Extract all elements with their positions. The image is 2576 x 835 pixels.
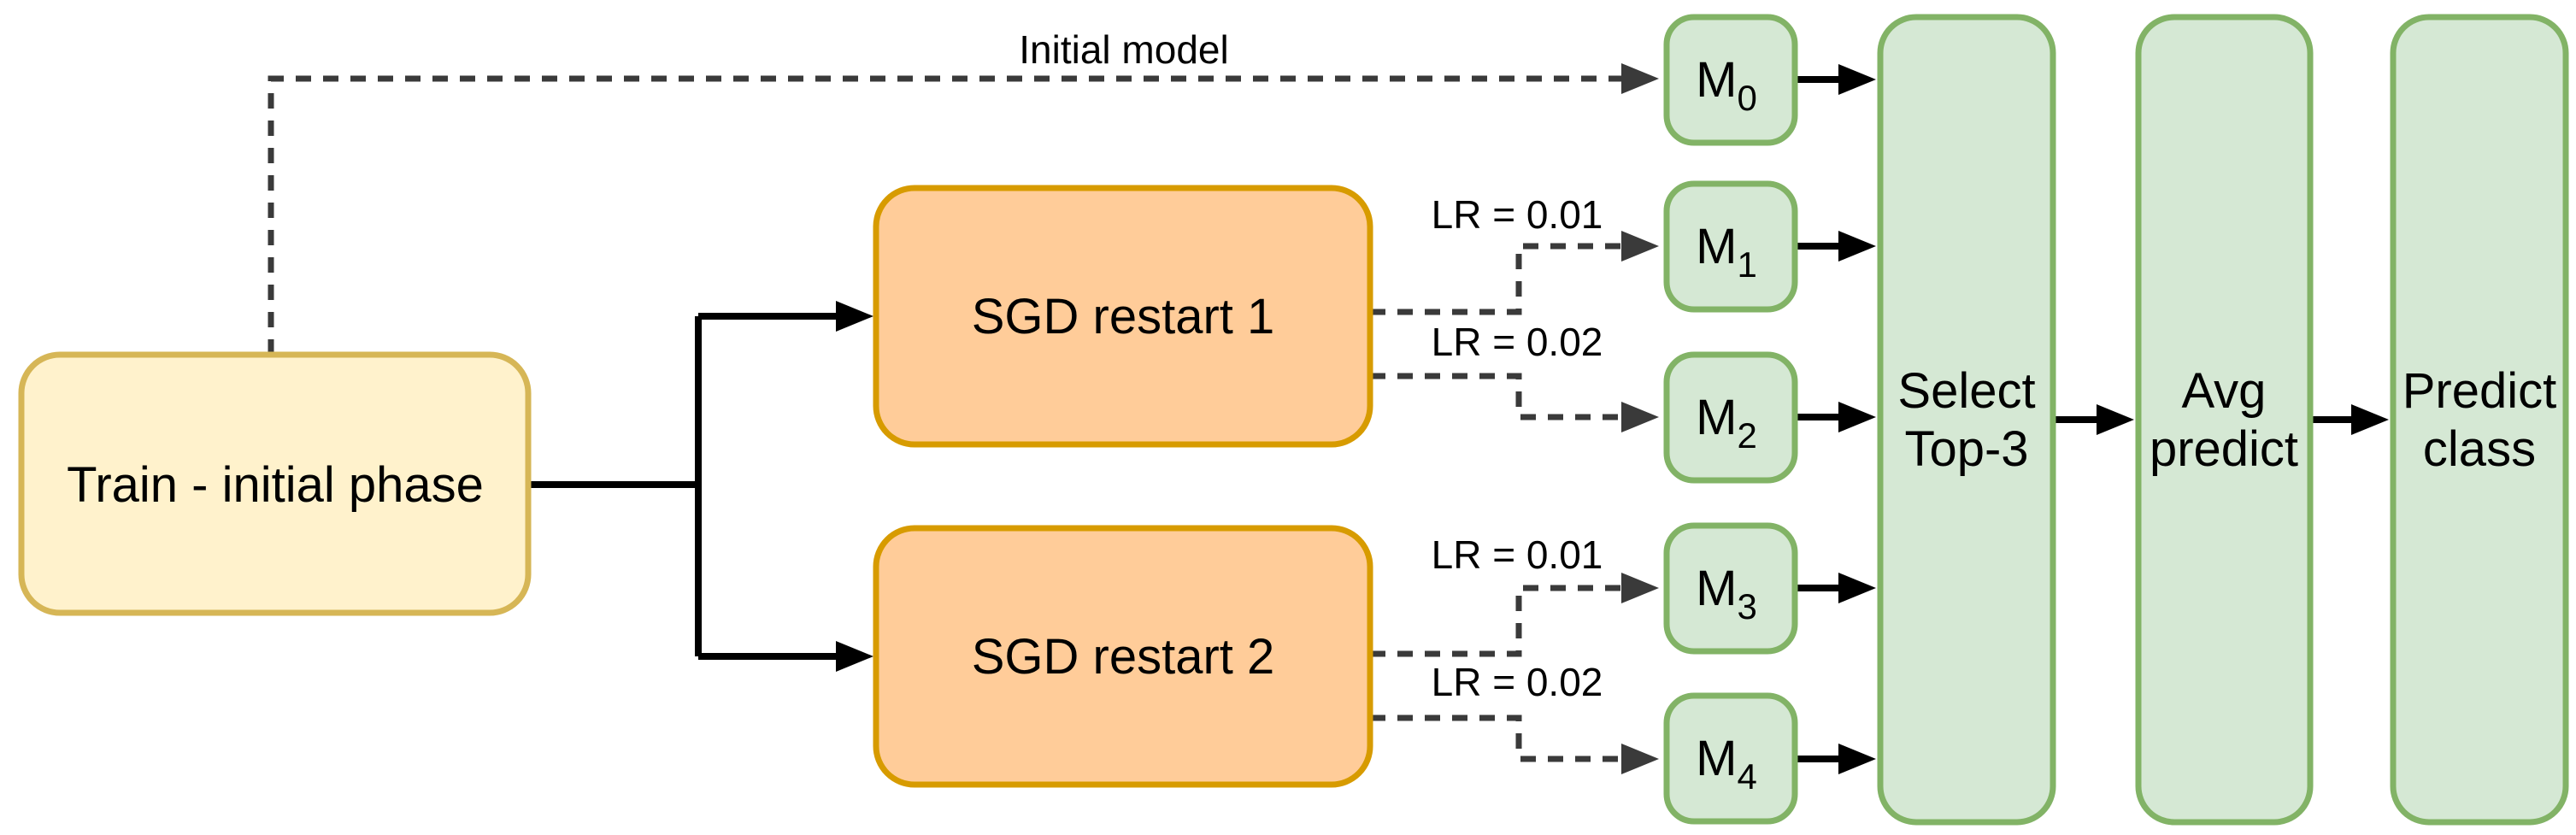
- node-sgd-restart-2-box: [873, 525, 1373, 788]
- edge-sgd1-lr002-dashed: [1370, 373, 1659, 432]
- node-m2-label: M2: [1696, 390, 1757, 456]
- label-sgd2-lr002: LR = 0.02: [1432, 660, 1603, 704]
- node-sgd-restart-1-label: SGD restart 1: [972, 289, 1275, 344]
- node-m1-label: M1: [1696, 219, 1757, 285]
- edge-sgd2-lr001-dashed: [1370, 573, 1659, 657]
- label-sgd1-lr001: LR = 0.01: [1432, 192, 1603, 237]
- node-m0-label: M0: [1696, 52, 1757, 118]
- node-avg-predict-label-line2: predict: [2150, 421, 2298, 477]
- node-m3-box: [1663, 522, 1798, 655]
- node-train-box: [18, 351, 532, 616]
- node-train-label: Train - initial phase: [67, 457, 484, 513]
- node-predict-class-label-line1: Predict: [2403, 363, 2557, 419]
- node-m2-box: [1663, 351, 1798, 484]
- node-avg-predict-label-line1: Avg: [2182, 363, 2267, 419]
- node-m0-box: [1663, 14, 1798, 146]
- edge-sgd2-lr002-dashed: [1370, 714, 1659, 774]
- node-predict-class-label-line2: class: [2423, 421, 2536, 477]
- edge-initial-model-dashed: [268, 63, 1659, 355]
- label-sgd1-lr002: LR = 0.02: [1432, 320, 1603, 364]
- node-predict-class-box: [2390, 14, 2569, 826]
- node-m1-box: [1663, 180, 1798, 313]
- node-select-top3-label-line2: Top-3: [1904, 421, 2028, 477]
- node-avg-predict-box: [2135, 14, 2314, 826]
- node-sgd-restart-2-label: SGD restart 2: [972, 629, 1275, 685]
- node-select-top3-label-line1: Select: [1897, 363, 2035, 419]
- edge-sgd1-lr001-dashed: [1370, 231, 1659, 315]
- label-sgd2-lr001: LR = 0.01: [1432, 532, 1603, 577]
- label-initial-model: Initial model: [1019, 27, 1228, 72]
- node-select-top3-box: [1877, 14, 2056, 826]
- node-m4-label: M4: [1696, 731, 1757, 797]
- node-sgd-restart-1-box: [873, 185, 1373, 448]
- node-m4-box: [1663, 692, 1798, 825]
- node-m3-label: M3: [1696, 561, 1757, 626]
